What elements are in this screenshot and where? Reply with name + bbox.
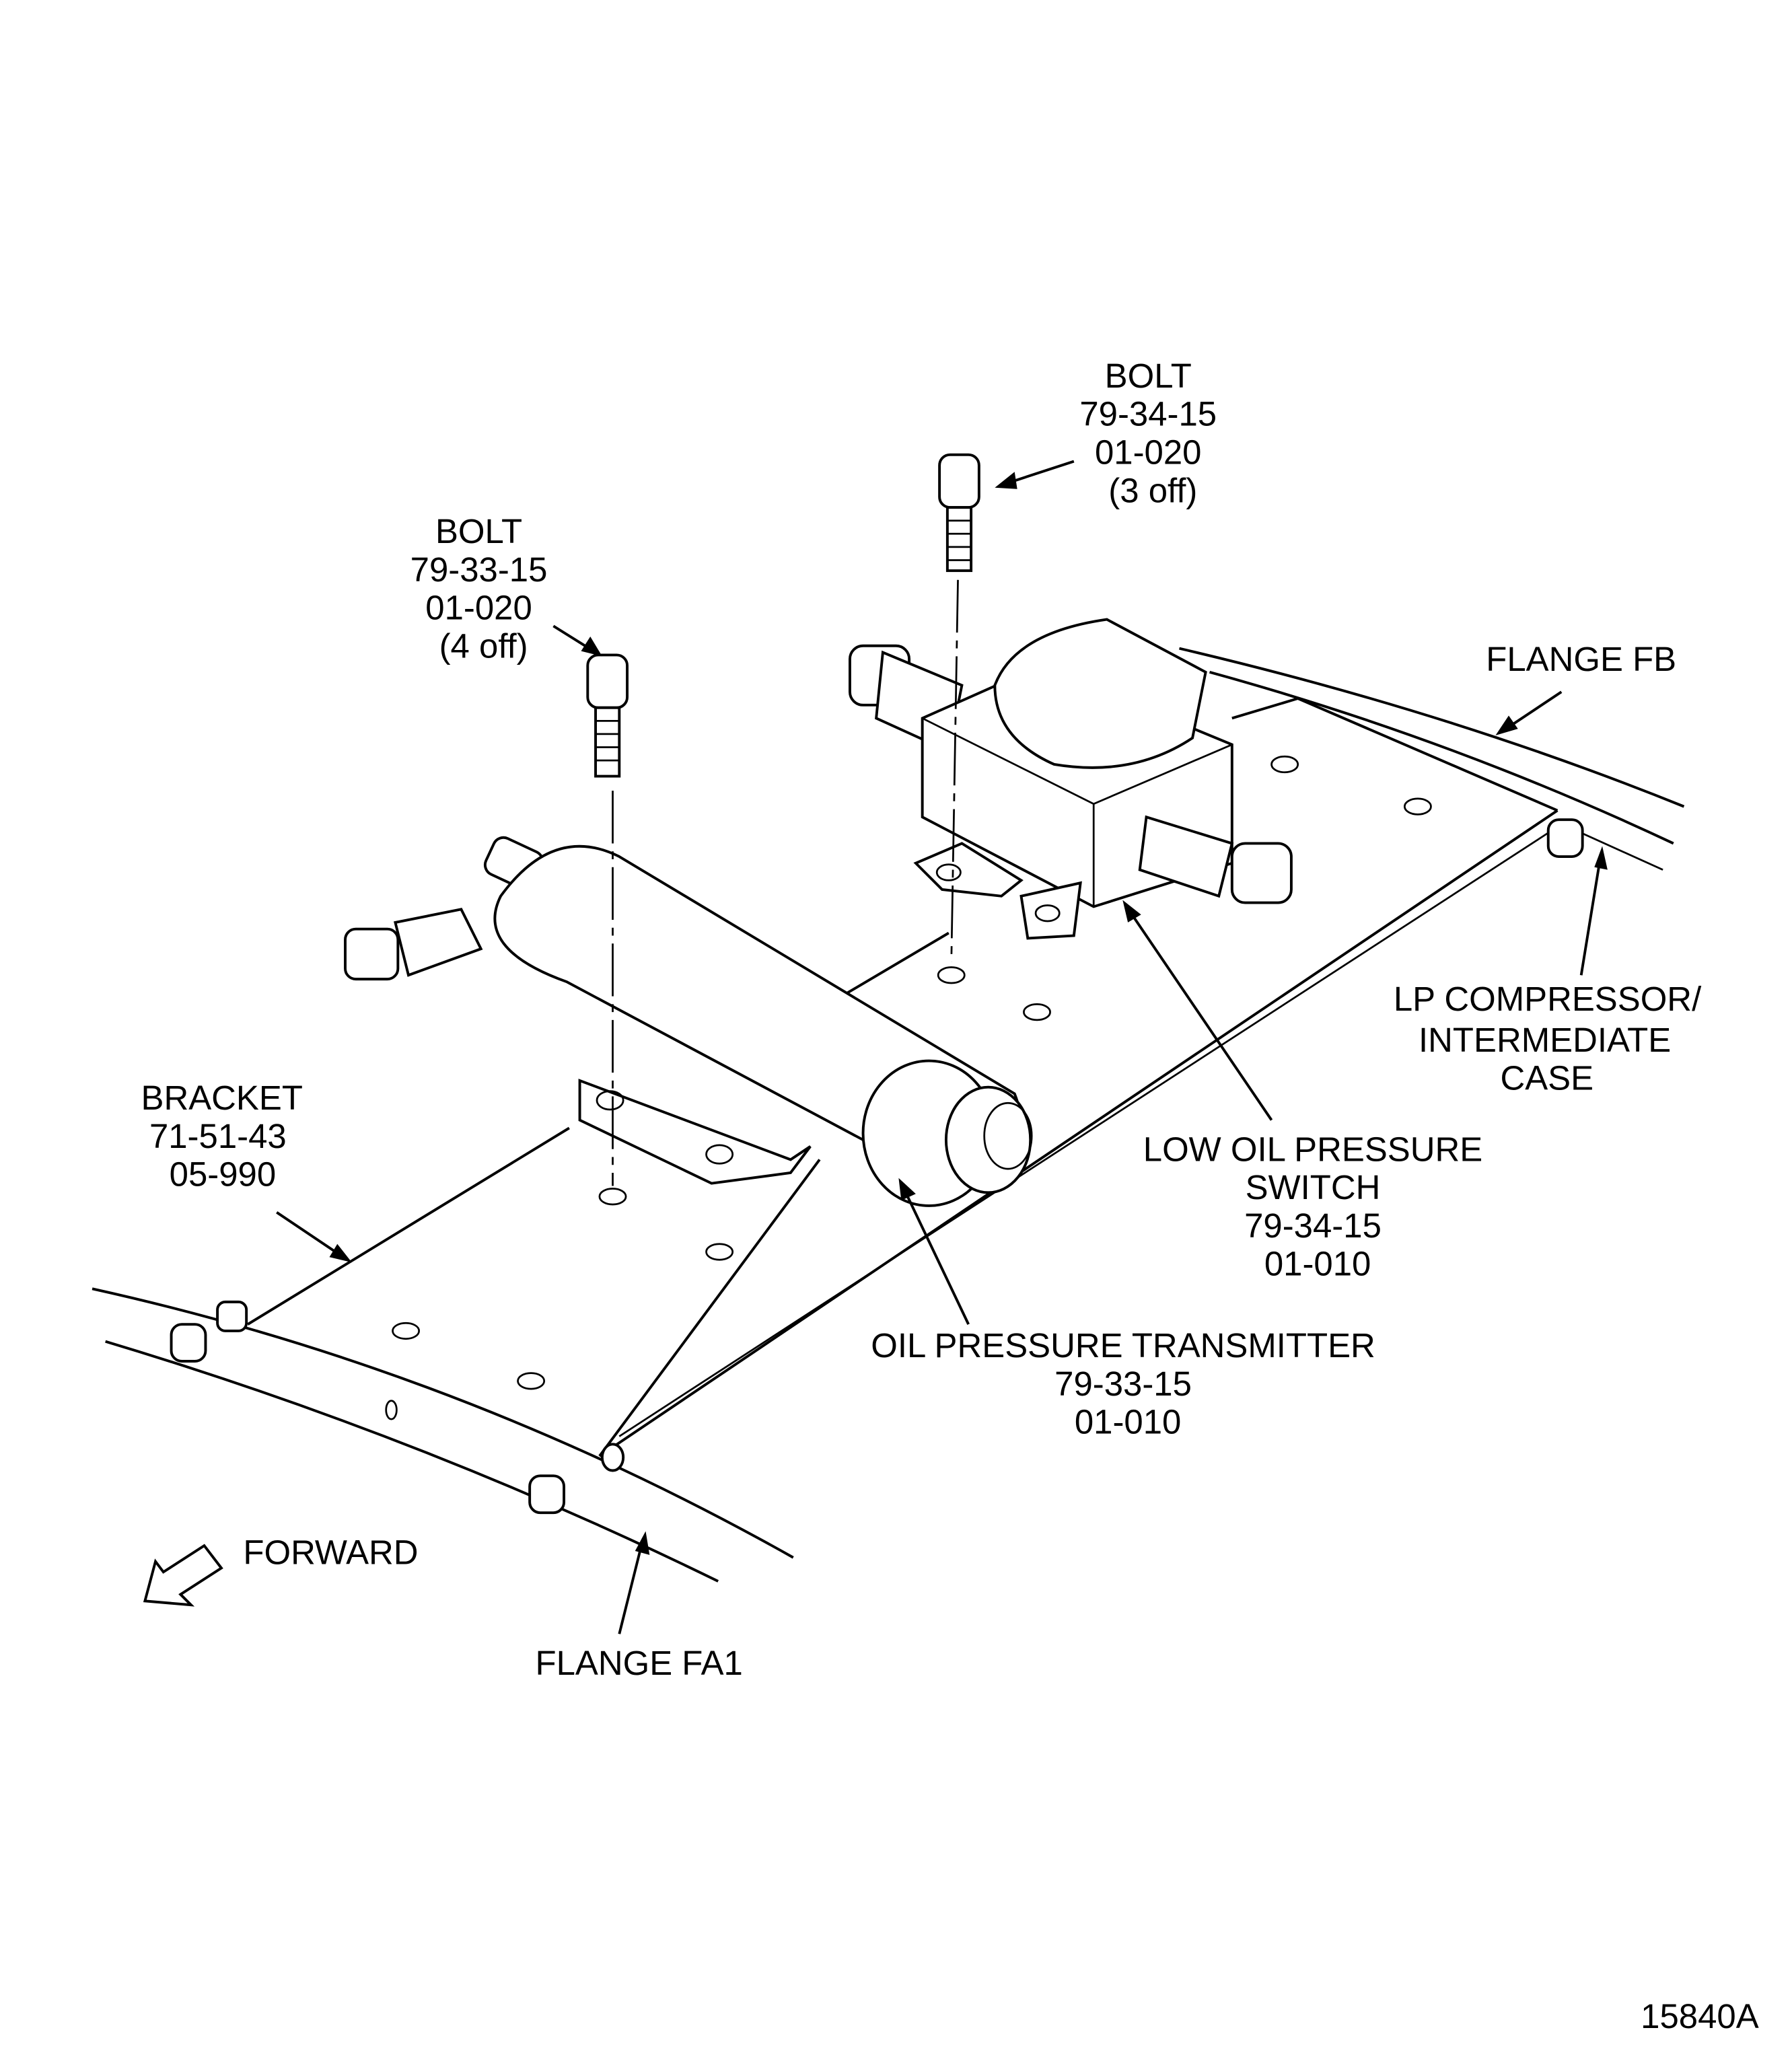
flange-fa1	[92, 1287, 794, 1583]
flange-nuts	[170, 818, 1584, 1515]
label-bolt-upper: BOLT 79-34-15 01-020 (3 off)	[1079, 357, 1226, 509]
bracket-plate	[247, 696, 1558, 1472]
label-flange-fa1: FLANGE FA1	[535, 1644, 742, 1682]
low-oil-pressure-switch	[849, 618, 1293, 940]
label-forward: FORWARD	[243, 1533, 418, 1572]
label-flange-fb: FLANGE FB	[1486, 640, 1676, 678]
leader-lines	[276, 460, 1608, 1634]
label-oil-pressure-transmitter: OIL PRESSURE TRANSMITTER 79-33-15 01-010	[871, 1326, 1385, 1441]
figure-number: 15840A	[1641, 1997, 1759, 2035]
flange-fb	[1179, 647, 1685, 871]
label-lp-compressor: LP COMPRESSOR/ INTERMEDIATE CASE	[1394, 980, 1711, 1097]
label-bracket: BRACKET 71-51-43 05-990	[141, 1079, 312, 1194]
bolt-upper	[938, 453, 980, 962]
forward-arrow-icon	[143, 1544, 223, 1607]
oil-pressure-transmitter	[344, 836, 1033, 1207]
label-bolt-lower: BOLT 79-33-15 01-020 (4 off)	[410, 512, 557, 665]
label-low-oil-pressure-switch: LOW OIL PRESSURE SWITCH 79-34-15 01-010	[1143, 1130, 1493, 1282]
bolt-lower	[586, 653, 629, 1186]
